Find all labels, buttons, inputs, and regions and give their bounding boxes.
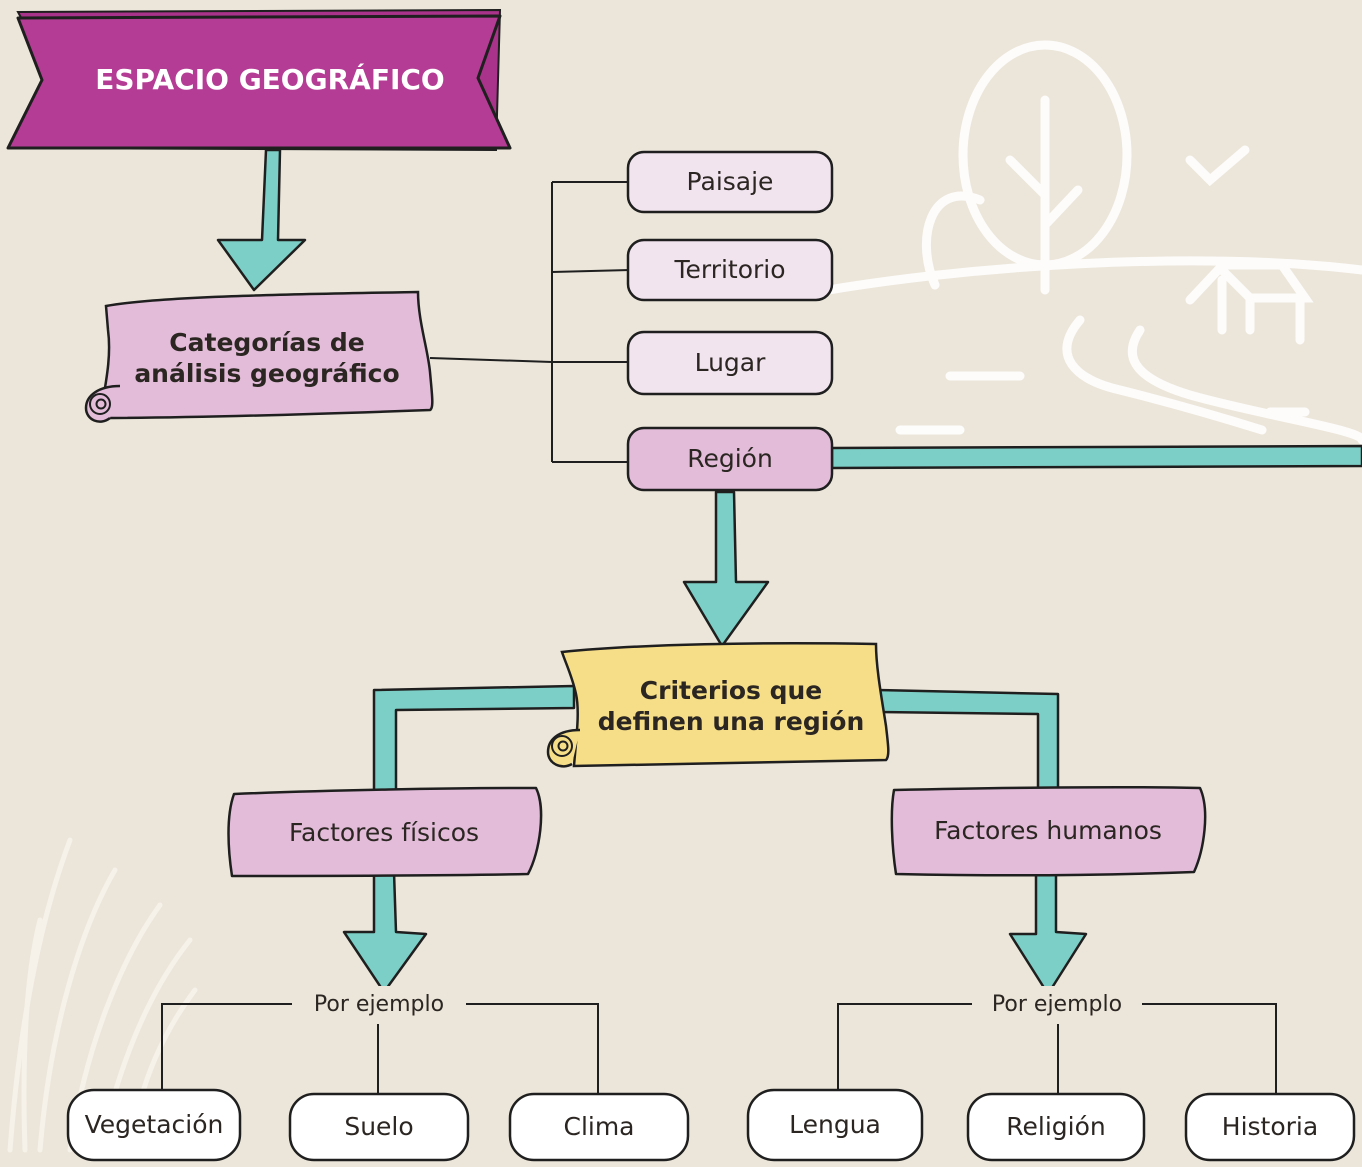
category-region: Región <box>687 444 773 474</box>
title-banner <box>6 8 512 152</box>
example-historia: Historia <box>1221 1112 1319 1142</box>
category-boxes <box>626 150 834 492</box>
categories-heading: Categorías de análisis geográfico <box>134 327 400 388</box>
category-connectors <box>429 181 631 463</box>
human-factors-label: Factores humanos <box>934 816 1162 846</box>
arrow-title-to-categories <box>216 148 307 292</box>
criteria-heading: Criterios que definen una región <box>597 675 865 736</box>
category-lugar: Lugar <box>694 348 766 378</box>
title: ESPACIO GEOGRÁFICO <box>95 62 445 96</box>
category-territorio: Territorio <box>674 255 786 285</box>
human-example-label: Por ejemplo <box>974 986 1140 1024</box>
example-boxes <box>66 1088 1356 1162</box>
example-clima: Clima <box>563 1112 635 1142</box>
hill-illustration <box>795 40 1362 445</box>
physical-factors-label: Factores físicos <box>288 818 480 848</box>
example-religion: Religión <box>1006 1112 1106 1142</box>
factor-banners <box>227 785 1207 878</box>
example-lengua: Lengua <box>789 1110 881 1140</box>
arrows-to-examples <box>342 870 1088 996</box>
criteria-scroll <box>546 642 890 768</box>
physical-example-label: Por ejemplo <box>296 986 462 1024</box>
categories-scroll <box>84 290 434 423</box>
example-suelo: Suelo <box>344 1112 414 1142</box>
region-connector <box>830 444 1362 470</box>
arrow-region-to-criteria <box>682 490 770 648</box>
example-connectors <box>161 1003 1277 1094</box>
example-vegetacion: Vegetación <box>84 1110 224 1140</box>
category-paisaje: Paisaje <box>686 167 774 197</box>
